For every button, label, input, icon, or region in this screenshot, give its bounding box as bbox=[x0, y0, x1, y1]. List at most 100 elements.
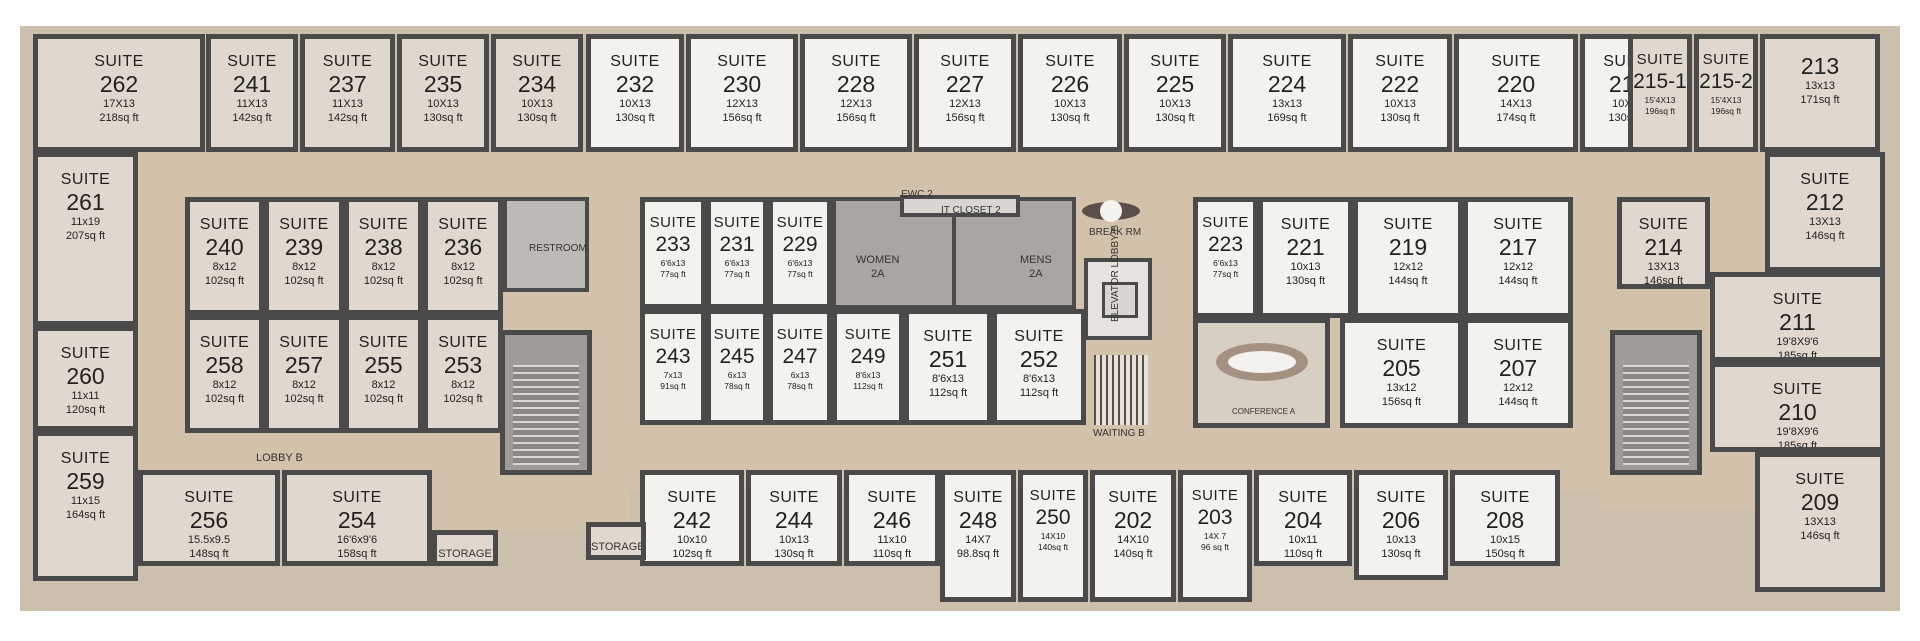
suite-dimensions: 13x13 bbox=[1272, 98, 1302, 110]
suite-number: 238 bbox=[364, 234, 403, 260]
stairwell-right bbox=[1610, 330, 1702, 475]
storage-center[interactable]: STORAGE bbox=[586, 522, 646, 560]
suite-dimensions: 6'6x13 bbox=[1213, 258, 1238, 268]
women-label: WOMEN 2A bbox=[856, 254, 900, 280]
suite-number: 209 bbox=[1800, 489, 1840, 515]
restroom[interactable]: RESTROOM bbox=[503, 197, 589, 292]
suite-dimensions: 10x13 bbox=[1290, 261, 1321, 273]
suite-dimensions: 10x10 bbox=[677, 534, 707, 546]
suite-dimensions: 8'6x13 bbox=[931, 373, 965, 385]
suite-area: 144sq ft bbox=[1498, 275, 1538, 287]
suite-dimensions: 15'4X13 bbox=[1644, 95, 1676, 105]
suite-dimensions: 11X13 bbox=[332, 98, 363, 110]
conference-table-top bbox=[1228, 351, 1296, 373]
suite-dimensions: 8x12 bbox=[451, 261, 475, 273]
suite-number: 231 bbox=[719, 233, 755, 256]
suite-word: SUITE bbox=[199, 334, 250, 351]
suite-area: 146sq ft bbox=[1643, 275, 1684, 287]
suite-area: 120sq ft bbox=[65, 404, 106, 416]
elevator-lobby-label: ELEVATOR LOBBY B bbox=[1110, 224, 1121, 322]
suite-area: 158sq ft bbox=[337, 548, 377, 560]
suite-word: SUITE bbox=[279, 216, 329, 233]
suite-area: 96 sq ft bbox=[1201, 542, 1229, 552]
ewc-closet bbox=[900, 195, 1020, 217]
suite-dimensions: 19'8X9'6 bbox=[1776, 336, 1819, 348]
suite-word: SUITE bbox=[418, 53, 468, 70]
suite-area: 102sq ft bbox=[204, 275, 245, 287]
suite-word: SUITE bbox=[1800, 171, 1850, 188]
restroom-label: RESTROOM bbox=[529, 243, 587, 254]
waiting-label: WAITING B bbox=[1093, 428, 1145, 439]
suite-dimensions: 10X13 bbox=[619, 98, 651, 110]
storage-left[interactable]: STORAGE bbox=[432, 530, 498, 566]
suite-number: 220 bbox=[1496, 71, 1536, 97]
suite-number: 235 bbox=[423, 71, 463, 97]
suite-area: 130sq ft bbox=[1381, 548, 1421, 560]
suite-number: 208 bbox=[1485, 507, 1525, 533]
suite-area: 102sq ft bbox=[284, 275, 324, 287]
conference-room[interactable]: CONFERENCE A bbox=[1193, 318, 1330, 428]
break-room-label: BREAK RM bbox=[1089, 227, 1142, 238]
